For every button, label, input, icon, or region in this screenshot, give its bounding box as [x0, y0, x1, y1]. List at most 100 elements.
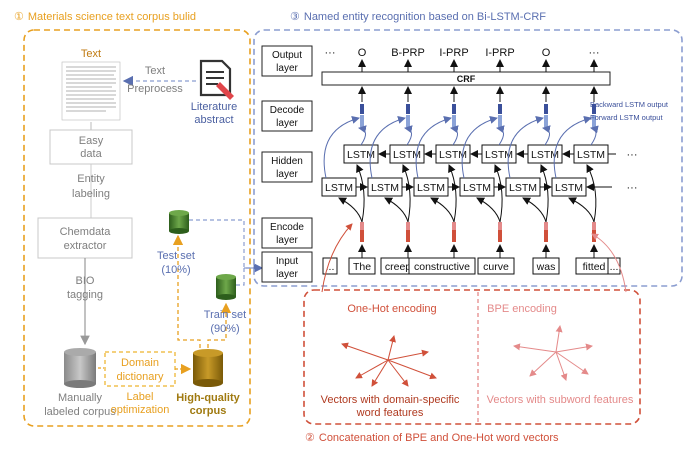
encode-to-backward-arrow: [586, 164, 597, 223]
input-word-box: [408, 257, 476, 275]
output-tag: O: [358, 47, 367, 59]
encode-to-forward-arrow: [384, 197, 409, 223]
hidden-to-decode-arrow: [542, 125, 551, 146]
domain-dictionary-text-1: Domain: [121, 357, 159, 369]
easy-data-box: [49, 129, 133, 165]
chemdata-text-1: Chemdata: [60, 226, 112, 238]
train-set-cylinder: [216, 274, 236, 300]
bio-tagging-text-2: tagging: [67, 289, 103, 301]
lstm-label: LSTM: [347, 149, 375, 161]
easy-data-text-2: data: [80, 148, 102, 160]
section-1-number: ①: [14, 11, 24, 23]
hidden-to-decode-arrow: [404, 125, 413, 146]
literature-icon: [199, 59, 234, 100]
encode-bar-bpe: [592, 222, 596, 230]
encode-bar-bpe: [360, 222, 364, 230]
layer-label-input-2: layer: [276, 269, 298, 280]
encode-bar: [452, 222, 456, 242]
encode-bar-bpe: [452, 222, 456, 230]
lstm-label: LSTM: [371, 182, 399, 194]
layer-labels: Output layer Decode layer Hidden layer E…: [261, 45, 313, 283]
input-word: fitted: [583, 261, 606, 273]
output-tag: ···: [325, 47, 336, 59]
decode-bar-forward: [498, 115, 502, 127]
encode-to-backward-arrow: [540, 164, 549, 223]
input-word-box: [477, 257, 515, 275]
input-word: curve: [483, 261, 509, 273]
test-set-text-2: (10%): [161, 264, 190, 276]
section-1-border: [23, 29, 251, 427]
decode-bar-backward: [498, 104, 502, 114]
onehot-desc-2: word features: [356, 407, 424, 419]
manual-corpus-cylinder: [64, 348, 96, 388]
encode-bar: [360, 222, 364, 242]
section-3-border: [253, 29, 683, 287]
decode-bar-forward: [452, 115, 456, 127]
output-tag: O: [542, 47, 551, 59]
crf-label: CRF: [457, 74, 476, 84]
text-document-icon: [61, 61, 121, 121]
encode-to-forward-arrow: [568, 197, 595, 223]
bio-tagging-text-1: BIO: [76, 275, 95, 287]
section-3-title: Named entity recognition based on Bi-LST…: [304, 11, 546, 23]
input-word: The: [353, 261, 371, 273]
entity-labeling-text-1: Entity: [77, 173, 105, 185]
decode-bar-backward: [544, 104, 548, 114]
forward-to-decode-arrow: [507, 116, 544, 179]
input-word: was: [536, 261, 556, 273]
decode-bar-forward: [406, 115, 410, 127]
encode-to-forward-arrow: [476, 197, 501, 223]
ellipsis-right-upper: ···: [627, 149, 638, 161]
layer-label-output-1: Output: [272, 50, 302, 61]
legend-backward: Backward LSTM output: [590, 100, 669, 109]
onehot-vectors-icon: [341, 335, 437, 387]
encode-bar: [498, 222, 502, 242]
encode-bar-bpe: [544, 222, 548, 230]
output-tag: ···: [589, 47, 600, 59]
layer-label-encode-2: layer: [276, 235, 298, 246]
train-set-text-1: Train set: [204, 309, 246, 321]
encode-bar: [406, 222, 410, 242]
preprocess-text-2: Preprocess: [127, 83, 183, 95]
forward-to-decode-arrow: [415, 116, 452, 179]
manual-corpus-text-1: Manually: [58, 392, 103, 404]
layer-label-hidden-2: layer: [276, 169, 298, 180]
encode-to-forward-arrow: [430, 197, 455, 223]
high-quality-text-2: corpus: [190, 405, 227, 417]
input-word-box: [348, 257, 376, 275]
decode-bar-forward: [360, 115, 364, 127]
encode-to-forward-arrow: [338, 197, 363, 223]
high-quality-text-1: High-quality: [176, 392, 240, 404]
input-word: ...: [326, 261, 335, 273]
encode-to-backward-arrow: [356, 164, 365, 223]
encode-bar: [592, 222, 596, 242]
decode-bar-forward: [544, 115, 548, 127]
decode-bar-forward: [592, 115, 596, 127]
layer-label-encode-1: Encode: [270, 222, 304, 233]
bpe-vectors-icon: [513, 325, 593, 381]
literature-text-2: abstract: [194, 114, 233, 126]
output-tag: B-PRP: [391, 47, 425, 59]
bpe-title: BPE encoding: [487, 303, 557, 315]
forward-to-decode-arrow: [553, 115, 592, 179]
decode-bar-backward: [360, 104, 364, 114]
lstm-label: LSTM: [325, 182, 353, 194]
decode-bar-backward: [406, 104, 410, 114]
section-3-number: ③: [290, 11, 300, 23]
forward-to-decode-arrow: [461, 116, 498, 179]
encode-to-backward-arrow: [494, 164, 503, 223]
lstm-label: LSTM: [417, 182, 445, 194]
manual-corpus-text-2: labeled corpus: [44, 406, 116, 418]
encode-to-backward-arrow: [402, 164, 411, 223]
hidden-to-decode-arrow: [358, 125, 367, 146]
input-word: ...: [610, 261, 619, 273]
label-optimization-text-2: optimization: [111, 404, 170, 416]
encode-bar: [544, 222, 548, 242]
ellipsis-right-lower: ···: [627, 182, 638, 194]
legend-forward: Forward LSTM output: [590, 113, 663, 122]
layer-label-decode-2: layer: [276, 118, 298, 129]
